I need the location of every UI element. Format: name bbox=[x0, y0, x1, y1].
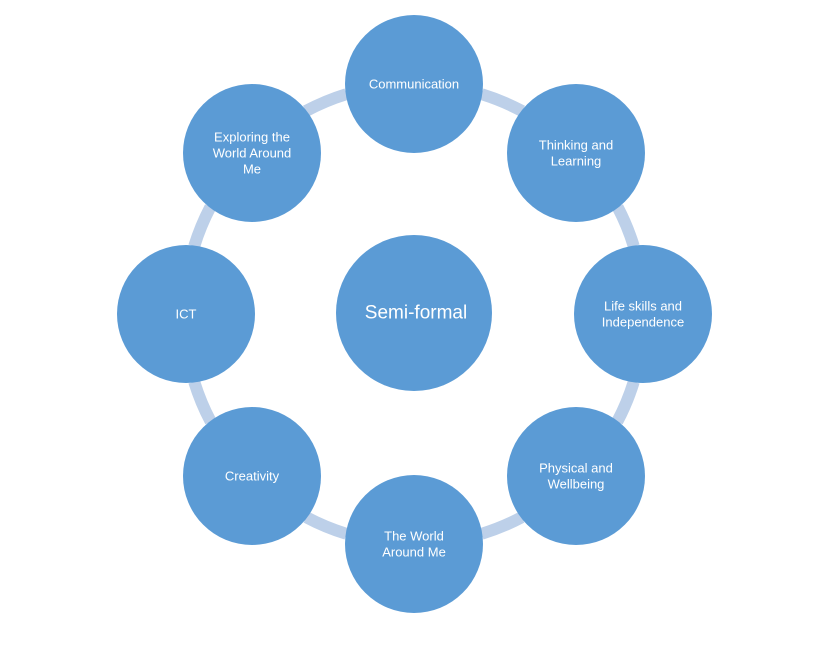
node-physical-and-wellbeing-label: Physical and bbox=[539, 461, 613, 476]
connector-arc bbox=[612, 204, 640, 249]
node-circle-exploring-the-world-around-me bbox=[183, 84, 321, 222]
node-exploring-the-world-around-me-label: Me bbox=[243, 162, 261, 177]
node-circle-communication bbox=[345, 15, 483, 153]
node-thinking-and-learning-label: Thinking and bbox=[539, 138, 613, 153]
node-circle-life-skills-and-independence bbox=[574, 245, 712, 383]
center-circle bbox=[336, 235, 492, 391]
center-label: Semi-formal bbox=[365, 303, 467, 324]
node-the-world-around-me-label: The World bbox=[384, 529, 444, 544]
connector-arc bbox=[611, 379, 640, 425]
connector-arc bbox=[188, 379, 217, 425]
node-exploring-the-world-around-me-label: World Around bbox=[213, 146, 292, 161]
node-exploring-the-world-around-me-label: Exploring the bbox=[214, 130, 290, 145]
node-the-world-around-me-label: Around Me bbox=[382, 545, 446, 560]
node-circle-thinking-and-learning bbox=[507, 84, 645, 222]
node-creativity-label: Creativity bbox=[225, 469, 280, 484]
node-life-skills-and-independence-label: Life skills and bbox=[604, 299, 682, 314]
node-physical-and-wellbeing-label: Wellbeing bbox=[548, 477, 605, 492]
node-circle-the-world-around-me bbox=[345, 475, 483, 613]
node-communication: Communication bbox=[345, 15, 483, 153]
node-creativity: Creativity bbox=[183, 407, 321, 545]
node-life-skills-and-independence-label: Independence bbox=[602, 315, 684, 330]
connector-arc bbox=[479, 88, 526, 117]
connector-arc bbox=[303, 511, 349, 540]
node-ict-label: ICT bbox=[176, 307, 197, 322]
connector-arc bbox=[188, 204, 216, 249]
center-node: Semi-formal bbox=[336, 235, 492, 391]
node-ict: ICT bbox=[117, 245, 255, 383]
connector-arc bbox=[302, 88, 349, 117]
node-thinking-and-learning-label: Learning bbox=[551, 154, 602, 169]
node-circle-physical-and-wellbeing bbox=[507, 407, 645, 545]
node-communication-label: Communication bbox=[369, 77, 459, 92]
node-circle-ict bbox=[117, 245, 255, 383]
node-circle-creativity bbox=[183, 407, 321, 545]
connector-arc bbox=[479, 511, 525, 540]
